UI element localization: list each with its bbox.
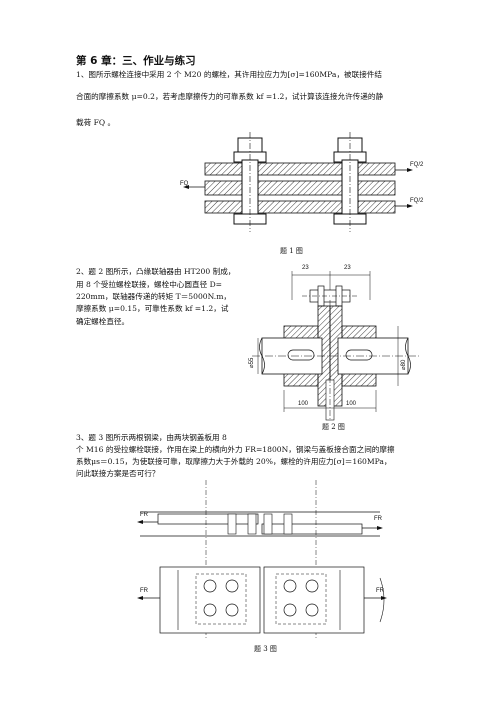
q3-line-4: 问此联接方案是否可行？ <box>76 469 160 478</box>
dim-23-left: 23 <box>302 265 309 271</box>
fr-label-3: FR <box>140 588 148 594</box>
dim-23-right: 23 <box>344 265 351 271</box>
q3-line-3: 系数μs＝0.15，为使联接可靠，取摩擦力大于外载的 20%，螺栓的许用应力[σ… <box>76 457 392 466</box>
q2-line-3: 220mm，联轴器传递的转矩 T＝5000N.m， <box>76 292 232 301</box>
chapter-heading: 第 6 章：三、作业与练习 <box>76 55 196 67</box>
q2-line-4: 摩擦系数 μ=0.15，可靠性系数 kf =1.2，试 <box>76 304 229 313</box>
q3-line-2: 个 M16 的受拉螺栓联接，作用在梁上的横向外力 FR=1800N，钢梁与盖板接… <box>76 445 395 454</box>
q1-line-1: 1、图所示螺栓连接中采用 2 个 M20 的螺栓，其许用拉应力为[σ]=160M… <box>76 70 383 79</box>
fq-half-bottom-label: FQ/2 <box>410 198 424 204</box>
q2-line-5: 确定螺栓直径。 <box>76 317 130 326</box>
fr-label-2: FR <box>374 516 382 522</box>
fr-label-1: FR <box>140 512 148 518</box>
bolt-right <box>333 132 367 232</box>
dim-100-left: 100 <box>298 401 309 407</box>
fr-label-4: FR <box>376 588 384 594</box>
bolt-left <box>233 132 267 232</box>
q2-line-2: 用 8 个受拉螺栓联接，螺栓中心圆直径 D= <box>76 280 223 289</box>
figure-2-caption: 题 2 图 <box>322 423 345 431</box>
q2-line-1: 2、题 2 图所示，凸缘联轴器由 HT200 制成， <box>76 267 236 276</box>
q1-line-3: 载荷 FQ 。 <box>76 118 116 127</box>
figure-1-caption: 题 1 图 <box>280 247 303 255</box>
figure-3-caption: 题 3 图 <box>254 645 277 653</box>
fq-half-top-label: FQ/2 <box>410 162 424 168</box>
q1-line-2: 合面的摩擦系数 μ=0.2，若考虑摩擦传力的可靠系数 kf =1.2，试计算该连… <box>76 92 384 101</box>
q3-line-1: 3、题 3 图所示两根钢梁，由两块钢盖板用 8 <box>76 433 227 442</box>
fq-label: FQ <box>180 181 189 187</box>
dim-100-right: 100 <box>346 401 357 407</box>
